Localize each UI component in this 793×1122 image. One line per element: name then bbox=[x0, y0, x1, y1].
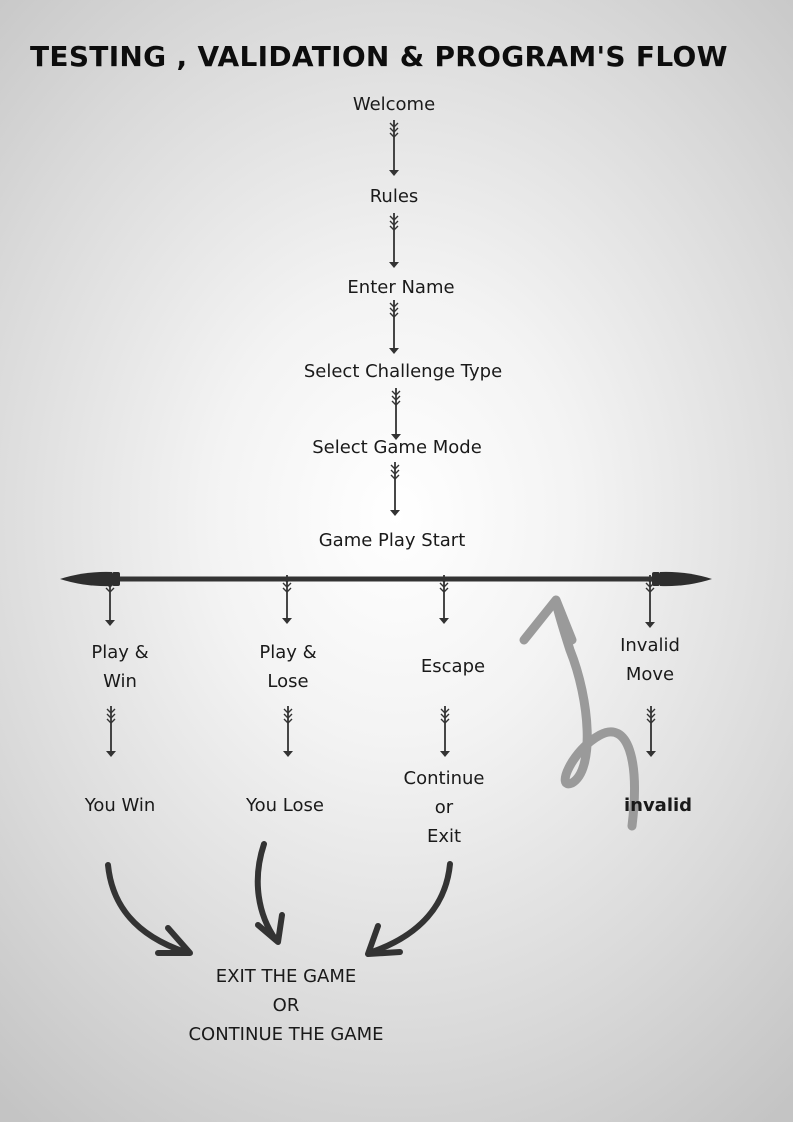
outcome-continue-exit-line2: or bbox=[434, 797, 454, 818]
branch-play-win-line2: Win bbox=[103, 671, 137, 692]
branch-play-lose-line2: Lose bbox=[267, 671, 309, 692]
final-node: EXIT THE GAME OR CONTINUE THE GAME bbox=[188, 962, 383, 1049]
outcome-continue-exit-line3: Exit bbox=[426, 826, 462, 847]
connector-arrow bbox=[440, 706, 450, 757]
final-node-line2: OR bbox=[272, 995, 300, 1016]
branch-bar bbox=[60, 571, 712, 587]
connector-arrow bbox=[389, 213, 399, 268]
diagram-title: TESTING , VALIDATION & PROGRAM'S FLOW bbox=[30, 40, 728, 73]
final-node-line1: EXIT THE GAME bbox=[215, 966, 357, 987]
connector-arrow bbox=[106, 706, 116, 757]
outcome-continue-exit-line1: Continue bbox=[403, 768, 485, 789]
step-select-challenge: Select Challenge Type bbox=[303, 361, 503, 382]
merge-arrows bbox=[105, 841, 453, 957]
step-rules: Rules bbox=[369, 186, 419, 207]
outcome-you-lose: You Lose bbox=[246, 795, 324, 816]
connector-arrow bbox=[390, 462, 400, 516]
connector-arrow bbox=[391, 388, 401, 440]
connector-arrow bbox=[282, 575, 292, 624]
loop-back-arrow bbox=[551, 597, 639, 831]
branch-play-lose-line1: Play & bbox=[259, 642, 317, 663]
spear-head-right bbox=[660, 571, 712, 587]
connector-arrow bbox=[646, 706, 656, 757]
step-select-mode: Select Game Mode bbox=[312, 437, 482, 458]
connector-arrow bbox=[439, 575, 449, 624]
outcome-continue-exit: Continue or Exit bbox=[404, 764, 485, 851]
branch-play-win-line1: Play & bbox=[91, 642, 149, 663]
branch-escape: Escape bbox=[420, 656, 486, 677]
step-game-start: Game Play Start bbox=[318, 530, 466, 551]
step-enter-name: Enter Name bbox=[347, 277, 455, 298]
branch-invalid-move: Invalid Move bbox=[620, 631, 680, 689]
loop-back-arrow-head bbox=[519, 595, 577, 645]
step-welcome: Welcome bbox=[352, 94, 436, 115]
branch-play-lose: Play & Lose bbox=[259, 638, 316, 696]
spear-head-left bbox=[60, 571, 112, 587]
branch-play-win: Play & Win bbox=[91, 638, 148, 696]
final-node-line3: CONTINUE THE GAME bbox=[188, 1024, 384, 1045]
branch-invalid-move-line2: Move bbox=[625, 664, 675, 685]
outcome-you-win: You Win bbox=[84, 795, 156, 816]
branch-invalid-move-line1: Invalid bbox=[620, 635, 680, 656]
connector-arrow bbox=[283, 706, 293, 757]
connector-arrows bbox=[105, 120, 656, 757]
outcome-invalid: invalid bbox=[623, 795, 693, 816]
connector-arrow bbox=[389, 120, 399, 176]
connector-arrow bbox=[389, 300, 399, 354]
